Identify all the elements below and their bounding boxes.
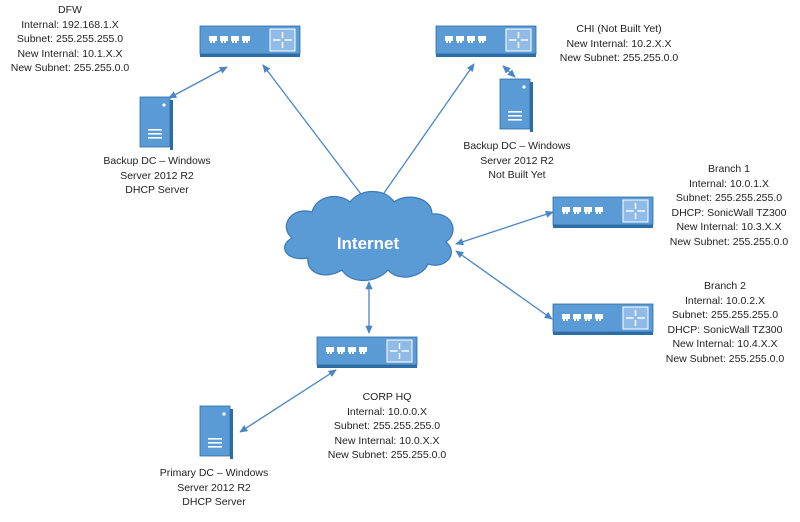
branch1-subnet: Subnet: 255.255.255.0 bbox=[675, 192, 783, 204]
chi-name: CHI (Not Built Yet) bbox=[576, 23, 662, 35]
link-dfw-server bbox=[168, 66, 228, 99]
dfw-site-label: DFW Internal: 192.168.1.X Subnet: 255.25… bbox=[5, 3, 135, 76]
dfw-server-line-2: Server 2012 R2 bbox=[120, 169, 194, 182]
branch2-name: Branch 2 bbox=[703, 280, 747, 292]
branch1-router-icon bbox=[552, 196, 654, 228]
chi-router-icon bbox=[435, 25, 537, 57]
chi-server-line-2: Server 2012 R2 bbox=[480, 154, 554, 167]
link-chi-server bbox=[502, 65, 516, 78]
internet-label: Internet bbox=[337, 234, 400, 253]
dfw-new-internal: New Internal: 10.1.X.X bbox=[17, 47, 123, 60]
chi-new-internal: New Internal: 10.2.X.X bbox=[566, 37, 672, 50]
branch1-name: Branch 1 bbox=[707, 163, 751, 175]
branch2-dhcp: DHCP: SonicWall TZ300 bbox=[667, 323, 783, 336]
corp-internal: Internal: 10.0.0.X bbox=[347, 405, 427, 418]
link-dfw-internet bbox=[262, 64, 371, 207]
dfw-server-icon bbox=[139, 96, 173, 150]
corp-router-icon bbox=[316, 336, 418, 368]
chi-server-line-1: Backup DC – Windows bbox=[463, 140, 571, 152]
corp-server-line-3: DHCP Server bbox=[182, 496, 246, 508]
dfw-router-icon bbox=[199, 25, 301, 57]
dfw-server-line-3: DHCP Server bbox=[125, 184, 189, 196]
branch2-internal: Internal: 10.0.2.X bbox=[685, 294, 765, 307]
branch2-new-internal: New Internal: 10.4.X.X bbox=[672, 338, 778, 350]
corp-new-internal: New Internal: 10.0.X.X bbox=[334, 434, 440, 447]
dfw-internal: Internal: 192.168.1.X bbox=[21, 18, 119, 31]
branch1-new-internal: New Internal: 10.3.X.X bbox=[676, 221, 782, 233]
link-corp-server bbox=[239, 369, 337, 433]
chi-server-label: Backup DC – Windows Server 2012 R2 Not B… bbox=[452, 139, 582, 183]
chi-new-subnet: New Subnet: 255.255.0.0 bbox=[559, 52, 679, 64]
corp-name: CORP HQ bbox=[362, 391, 412, 403]
branch2-new-subnet: New Subnet: 255.255.0.0 bbox=[665, 352, 785, 365]
link-branch2-internet bbox=[455, 250, 553, 320]
corp-server-line-1: Primary DC – Windows bbox=[159, 467, 269, 479]
dfw-new-subnet: New Subnet: 255.255.0.0 bbox=[10, 62, 130, 74]
internet-cloud-icon bbox=[284, 190, 454, 282]
corp-server-icon bbox=[199, 405, 233, 459]
dfw-subnet: Subnet: 255.255.255.0 bbox=[16, 33, 124, 45]
corp-new-subnet: New Subnet: 255.255.0.0 bbox=[327, 449, 447, 461]
corp-subnet: Subnet: 255.255.255.0 bbox=[333, 420, 441, 432]
branch1-internal: Internal: 10.0.1.X bbox=[689, 177, 769, 190]
branch1-new-subnet: New Subnet: 255.255.0.0 bbox=[669, 235, 789, 248]
chi-server-line-3: Not Built Yet bbox=[488, 169, 546, 181]
branch1-dhcp: DHCP: SonicWall TZ300 bbox=[671, 206, 787, 219]
branch1-site-label: Branch 1 Internal: 10.0.1.X Subnet: 255.… bbox=[664, 162, 794, 249]
dfw-name: DFW bbox=[58, 4, 82, 16]
corp-server-line-2: Server 2012 R2 bbox=[177, 481, 251, 494]
corp-server-label: Primary DC – Windows Server 2012 R2 DHCP… bbox=[149, 466, 279, 510]
link-chi-internet bbox=[374, 63, 475, 207]
dfw-server-label: Backup DC – Windows Server 2012 R2 DHCP … bbox=[92, 154, 222, 198]
branch2-site-label: Branch 2 Internal: 10.0.2.X Subnet: 255.… bbox=[660, 279, 790, 366]
chi-site-label: CHI (Not Built Yet) New Internal: 10.2.X… bbox=[551, 22, 687, 66]
branch2-router-icon bbox=[552, 303, 654, 335]
chi-server-icon bbox=[499, 78, 533, 132]
corp-site-label: CORP HQ Internal: 10.0.0.X Subnet: 255.2… bbox=[322, 390, 452, 463]
dfw-server-line-1: Backup DC – Windows bbox=[103, 155, 211, 167]
link-branch1-internet bbox=[455, 210, 554, 246]
branch2-subnet: Subnet: 255.255.255.0 bbox=[671, 309, 779, 321]
